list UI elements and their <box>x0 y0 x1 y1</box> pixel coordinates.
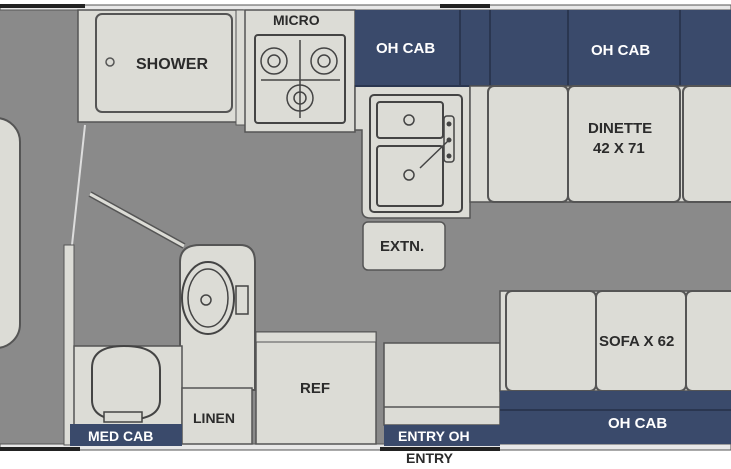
sofa-label: SOFA X 62 <box>599 333 675 350</box>
dinette-label: DINETTE <box>588 120 653 137</box>
extn-label: EXTN. <box>380 238 425 255</box>
oh-cab-top <box>355 10 731 86</box>
oh-cab-right-label: OH CAB <box>591 42 651 59</box>
cab-seat <box>0 117 21 349</box>
entry-oh-cab <box>384 425 500 446</box>
linen-label: LINEN <box>193 410 235 426</box>
refrigerator <box>255 331 377 445</box>
entry-step <box>383 342 501 426</box>
entry-label: ENTRY <box>406 450 453 466</box>
dinette-size-label: 42 X 71 <box>593 140 645 157</box>
med-cab <box>70 424 182 446</box>
entry-oh-label: ENTRY OH <box>398 428 470 444</box>
oh-cab-bottom <box>500 391 731 444</box>
extn-block <box>362 221 446 271</box>
med-cab-label: MED CAB <box>88 428 154 444</box>
oh-cab-left-label: OH CAB <box>376 40 436 57</box>
shower-label: SHOWER <box>136 56 208 73</box>
linen <box>181 387 253 445</box>
micro-label: MICRO <box>273 12 320 28</box>
ref-label: REF <box>300 380 330 397</box>
oh-cab-bottom-label: OH CAB <box>608 415 668 432</box>
